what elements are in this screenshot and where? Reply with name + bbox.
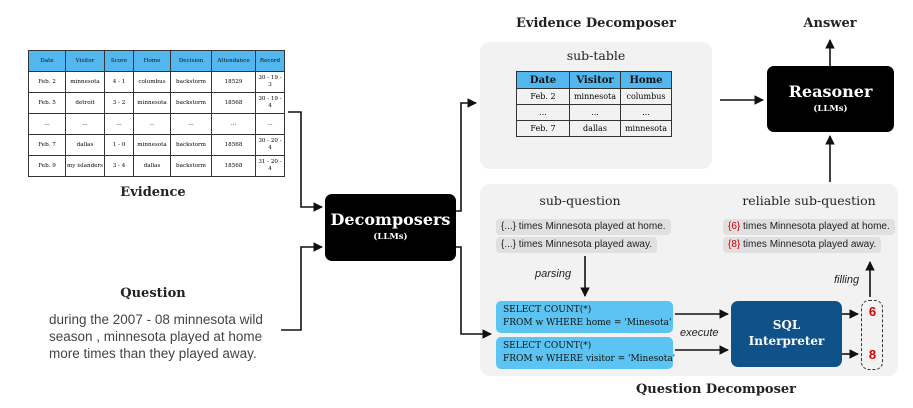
sql-query-visitor: SELECT COUNT(*) FROM w WHERE visitor = '… <box>496 337 676 369</box>
reliable-subquestion-away: {8} times Minnesota played away. <box>723 237 882 253</box>
table-row: Feb. 7 dallas minnesota <box>516 120 672 137</box>
table-cell: 31 - 20 - 4 <box>255 155 285 177</box>
subquestion-home-text: times Minnesota played at home. <box>516 221 666 232</box>
sql-home-line1: SELECT COUNT(*) <box>503 305 592 315</box>
evidence-label: Evidence <box>120 185 186 200</box>
question-decomposer-title: Question Decomposer <box>635 382 797 397</box>
question-label: Question <box>120 286 186 301</box>
subtable: Date Visitor Home Feb. 2 minnesota colum… <box>516 71 672 137</box>
table-row: Feb. 2 minnesota columbus <box>516 88 672 105</box>
result-away: 8 <box>868 347 877 362</box>
reliable-subquestion-home: {6} times Minnesota played at home. <box>723 219 895 235</box>
subtable-col-date: Date <box>516 71 570 89</box>
subquestion-away-placeholder: {...} <box>501 239 517 250</box>
arrow-decomposers-to-question-decomposer <box>456 246 492 339</box>
evidence-col-record: Record <box>255 50 285 72</box>
table-cell: 30 - 19 - 3 <box>255 71 285 93</box>
subquestion-away: {...} times Minnesota played away. <box>496 237 658 253</box>
arrow-evidence-to-decomposers <box>288 111 323 212</box>
subquestion-label: sub-question <box>539 193 621 208</box>
sql-interpreter-line2: Interpreter <box>748 334 825 348</box>
sql-visitor-line1: SELECT COUNT(*) <box>503 341 592 351</box>
filling-label: filling <box>834 274 860 286</box>
table-row: Feb. 2 minnesota 4 - 1 columbus backstor… <box>28 71 285 93</box>
reasoner-title: Reasoner <box>788 82 873 101</box>
table-row: Feb. 5 detroit 3 - 2 minnesota backstorm… <box>28 92 285 114</box>
evidence-decomposer-title: Evidence Decomposer <box>515 16 676 31</box>
table-row: Feb. 9 my islanders 3 - 4 dallas backsto… <box>28 155 285 177</box>
evidence-col-visitor: Visitor <box>65 50 105 72</box>
sql-query-home: SELECT COUNT(*) FROM w WHERE home = 'Min… <box>496 301 673 333</box>
reasoner-box: Reasoner (LLMs) <box>767 66 894 132</box>
table-cell: dallas <box>569 120 621 137</box>
table-cell: dallas <box>133 155 171 177</box>
question-text: during the 2007 - 08 minnesota wild seas… <box>49 312 263 361</box>
results-container <box>861 300 883 370</box>
subtable-header-row: Date Visitor Home <box>516 71 672 89</box>
arrow-question-to-decomposers <box>281 242 323 331</box>
table-cell: 30 - 19 - 4 <box>255 92 285 114</box>
decomposers-subtitle: (LLMs) <box>373 232 408 242</box>
execute-label: execute <box>680 327 719 339</box>
decomposers-box: Decomposers (LLMs) <box>325 194 456 261</box>
subtable-label: sub-table <box>566 48 626 63</box>
result-home: 6 <box>868 304 877 319</box>
subquestion-away-text: times Minnesota played away. <box>516 239 653 250</box>
table-cell: 18568 <box>211 155 256 177</box>
sql-visitor-line2: FROM w WHERE visitor = 'Minesota' <box>503 354 676 364</box>
reasoner-subtitle: (LLMs) <box>813 104 848 114</box>
reliable-home-text: times Minnesota played at home. <box>740 221 890 232</box>
decomposers-title: Decomposers <box>330 210 451 229</box>
subquestion-home: {...} times Minnesota played at home. <box>496 219 671 235</box>
table-cell: minnesota <box>620 120 672 137</box>
subquestion-home-placeholder: {...} <box>501 221 517 232</box>
evidence-table-container: Date Visitor Score Home Decision Attenda… <box>28 50 285 177</box>
sql-home-line2: FROM w WHERE home = 'Minesota' <box>503 318 672 328</box>
reliable-away-value: {8} <box>728 239 741 250</box>
sql-interpreter-line1: SQL <box>772 318 801 332</box>
subtable-col-home: Home <box>620 71 672 89</box>
reliable-home-value: {6} <box>728 221 741 232</box>
arrow-decomposers-to-evidence-decomposer <box>456 98 477 212</box>
evidence-col-date: Date <box>28 50 66 72</box>
evidence-col-attendance: Attendance <box>211 50 256 72</box>
sql-interpreter-box: SQL Interpreter <box>731 301 842 367</box>
evidence-col-decision: Decision <box>170 50 212 72</box>
answer-label: Answer <box>803 16 857 31</box>
parsing-label: parsing <box>535 268 572 280</box>
reliable-away-text: times Minnesota played away. <box>740 239 877 250</box>
subtable-container: Date Visitor Home Feb. 2 minnesota colum… <box>516 71 672 137</box>
evidence-table: Date Visitor Score Home Decision Attenda… <box>28 50 285 177</box>
reliable-subquestion-label: reliable sub-question <box>742 193 876 208</box>
